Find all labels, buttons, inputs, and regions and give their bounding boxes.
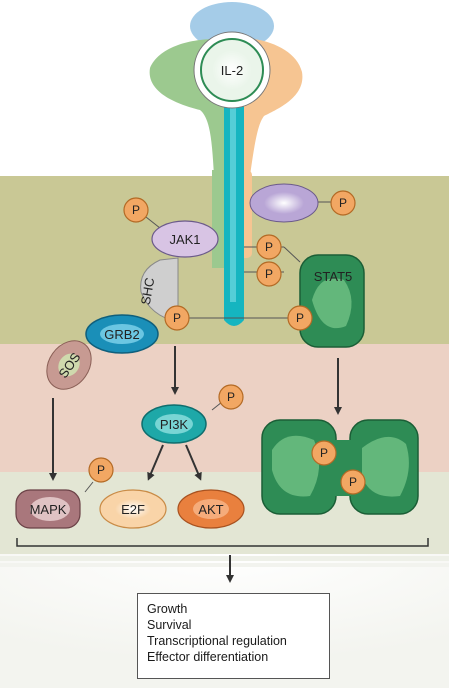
phospho-label: P bbox=[339, 196, 347, 210]
sos-protein: SOS bbox=[46, 340, 92, 390]
phospho-dimer-bottom: P bbox=[340, 469, 366, 495]
phospho-circle bbox=[330, 190, 356, 216]
stat5-highlight bbox=[312, 278, 352, 329]
stat5-dimer-right-highlight bbox=[362, 436, 409, 497]
mapk-label: MAPK bbox=[30, 502, 67, 517]
phospho-circle bbox=[88, 457, 114, 483]
akt-protein: AKT bbox=[177, 489, 245, 529]
shc-protein: SHC bbox=[138, 257, 179, 323]
connector bbox=[283, 246, 301, 263]
il2-label: IL-2 bbox=[221, 63, 243, 78]
phospho-circle bbox=[164, 305, 190, 331]
jak1-label: JAK1 bbox=[169, 232, 200, 247]
membrane-adaptor bbox=[249, 183, 319, 223]
phospho-receptor-2: P bbox=[256, 261, 282, 287]
phospho-mapk: P bbox=[88, 457, 114, 483]
phospho-label: P bbox=[265, 267, 273, 281]
phospho-receptor-1: P bbox=[256, 234, 282, 260]
phospho-circle bbox=[287, 305, 313, 331]
phospho-shc: P bbox=[164, 305, 190, 331]
phospho-stat5: P bbox=[287, 305, 313, 331]
connector bbox=[84, 481, 94, 493]
outcome-item: Transcriptional regulation bbox=[147, 634, 287, 648]
phospho-adaptor: P bbox=[330, 190, 356, 216]
mapk-protein: MAPK bbox=[15, 489, 81, 529]
receptor-teal-highlight bbox=[230, 102, 236, 302]
arrows bbox=[49, 346, 342, 583]
grb2-highlight bbox=[100, 324, 144, 344]
pi3k-highlight bbox=[155, 414, 193, 434]
jak1-body bbox=[151, 220, 219, 258]
outcome-item: Effector differentiation bbox=[147, 650, 269, 664]
grb2-protein: GRB2 bbox=[85, 314, 159, 354]
sos-highlight bbox=[58, 353, 80, 377]
arrow-to-e2f bbox=[147, 444, 164, 481]
stat5-label: STAT5 bbox=[314, 269, 353, 284]
phospho-circle bbox=[256, 234, 282, 260]
phospho-circle bbox=[123, 197, 149, 223]
outcome-item: Growth bbox=[147, 602, 188, 616]
phospho-dimer-top: P bbox=[311, 440, 337, 466]
phospho-label: P bbox=[349, 475, 357, 489]
shc-label: SHC bbox=[138, 276, 158, 306]
phospho-label: P bbox=[132, 203, 140, 217]
phospho-circle bbox=[340, 469, 366, 495]
outcomes-box: Growth Survival Transcriptional regulati… bbox=[137, 593, 330, 679]
stat5-protein: STAT5 bbox=[299, 254, 365, 348]
phospho-label: P bbox=[296, 311, 304, 325]
fade-stripe bbox=[0, 556, 449, 561]
phospho-label: P bbox=[97, 463, 105, 477]
outcome-bracket bbox=[16, 538, 429, 547]
stat5-dimer-left-highlight bbox=[272, 435, 320, 497]
e2f-protein: E2F bbox=[99, 489, 167, 529]
arrow-to-akt bbox=[185, 444, 202, 481]
mapk-highlight bbox=[30, 497, 70, 521]
akt-label: AKT bbox=[198, 502, 223, 517]
adaptor-highlight bbox=[264, 192, 304, 214]
phospho-circle bbox=[311, 440, 337, 466]
phospho-label: P bbox=[227, 390, 235, 404]
pi3k-protein: PI3K bbox=[141, 404, 207, 444]
outcome-item: Survival bbox=[147, 618, 192, 632]
il2-highlight bbox=[212, 50, 252, 90]
akt-highlight bbox=[193, 499, 229, 519]
grb2-label: GRB2 bbox=[104, 327, 139, 342]
e2f-highlight bbox=[115, 499, 151, 519]
e2f-label: E2F bbox=[121, 502, 145, 517]
fade-stripe bbox=[0, 563, 449, 567]
pi3k-label: PI3K bbox=[160, 417, 189, 432]
il2-receptor: IL-2 bbox=[149, 2, 303, 326]
phospho-label: P bbox=[265, 240, 273, 254]
phospho-label: P bbox=[173, 311, 181, 325]
phospho-circle bbox=[218, 384, 244, 410]
phospho-circle bbox=[256, 261, 282, 287]
phospho-pi3k: P bbox=[218, 384, 244, 410]
phospho-jak1: P bbox=[123, 197, 149, 223]
phospho-label: P bbox=[320, 446, 328, 460]
jak1-protein: JAK1 bbox=[151, 220, 219, 258]
